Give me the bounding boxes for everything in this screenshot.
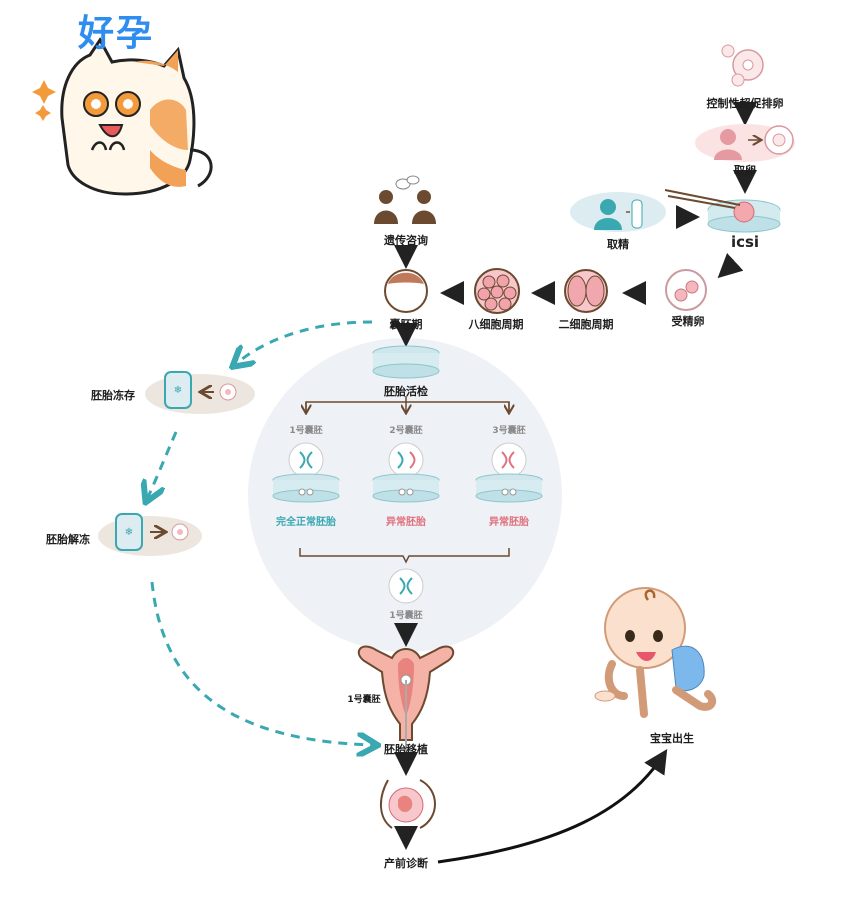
label-egg-retrieval: 取卵 xyxy=(734,164,756,177)
fertilized-egg-icon xyxy=(665,269,707,311)
blastocyst-3-graphic xyxy=(475,442,543,503)
birth-arrow xyxy=(437,748,668,864)
egg-retrieval-icon xyxy=(695,124,795,162)
brand-logo: 好孕 xyxy=(78,13,155,54)
label-sperm-retrieval: 取精 xyxy=(607,238,629,251)
label-embryo-freeze: 胚胎冻存 xyxy=(91,389,135,402)
label-blastocyst: 囊胚期 xyxy=(389,318,423,331)
uterus-icon xyxy=(357,645,455,752)
blastocyst-1-label: 1号囊胚 xyxy=(289,426,323,436)
blastocyst-2-label: 2号囊胚 xyxy=(389,426,423,436)
label-embryo-biopsy: 胚胎活检 xyxy=(384,385,428,398)
label-embryo-thaw: 胚胎解冻 xyxy=(46,533,90,546)
blastocyst-1-graphic xyxy=(272,442,340,503)
selected-blastocyst-label: 1号囊胚 xyxy=(389,611,423,621)
two-cell-icon xyxy=(564,269,608,313)
eight-cell-icon xyxy=(474,268,520,314)
svg-text:❄: ❄ xyxy=(174,385,182,396)
blastocyst-icon xyxy=(384,269,428,313)
label-eight-cell: 八细胞周期 xyxy=(468,318,524,331)
biopsy-dish-icon xyxy=(372,345,440,379)
blastocyst-2-graphic xyxy=(372,442,440,503)
label-fertilized-egg: 受精卵 xyxy=(671,315,705,328)
label-two-cell: 二细胞周期 xyxy=(558,318,614,331)
label-birth: 宝宝出生 xyxy=(650,732,694,745)
genetic-counseling-icon xyxy=(374,175,436,224)
baby-icon xyxy=(594,587,717,718)
label-prenatal-diagnosis: 产前诊断 xyxy=(384,857,428,870)
svg-text:❄: ❄ xyxy=(125,527,133,538)
sperm-retrieval-icon xyxy=(570,192,666,232)
label-ovarian-stimulation: 控制性超促排卵 xyxy=(706,97,784,110)
blastocyst-3-result: 异常胚胎 xyxy=(489,517,529,528)
label-genetic-counseling: 遗传咨询 xyxy=(384,234,428,247)
blastocyst-1-result: 完全正常胚胎 xyxy=(276,517,336,528)
label-embryo-transfer: 胚胎移植 xyxy=(384,743,428,756)
biopsy-branch-lines xyxy=(299,396,509,564)
cat-mascot-icon xyxy=(32,37,213,196)
label-icsi: icsi xyxy=(730,233,760,251)
pregnancy-icon xyxy=(380,779,436,829)
ovarian-stimulation-icon xyxy=(721,44,764,87)
freeze-thaw-dashed-arrows xyxy=(148,320,372,745)
selected-blastocyst-graphic xyxy=(388,568,424,604)
icsi-dish-icon xyxy=(664,189,781,233)
blastocyst-3-label: 3号囊胚 xyxy=(492,426,526,436)
blastocyst-2-result: 异常胚胎 xyxy=(386,517,426,528)
embryo-freeze-icon: ❄ xyxy=(145,371,255,414)
embryo-thaw-icon: ❄ xyxy=(98,513,202,556)
uterus-blastocyst-label: 1号囊胚 xyxy=(347,695,381,705)
